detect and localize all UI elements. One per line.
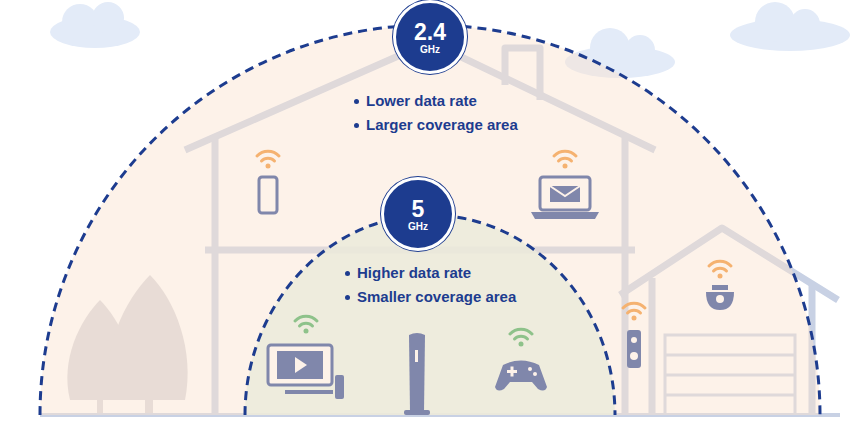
bullet-list: Lower data rateLarger coverage area — [352, 89, 518, 137]
bullet-text: Higher data rate — [343, 261, 516, 285]
bullet-text: Larger coverage area — [352, 113, 518, 137]
frequency-value: 5 — [412, 197, 425, 221]
inner-coverage-dome: Higher data rateSmaller coverage area5GH… — [245, 215, 615, 415]
frequency-unit: GHz — [420, 44, 440, 55]
frequency-badge: 2.4GHz — [393, 0, 467, 74]
bullet-list: Higher data rateSmaller coverage area — [343, 261, 516, 309]
frequency-badge: 5GHz — [381, 177, 455, 251]
outer-coverage-dome: Lower data rateLarger coverage area2.4GH… — [40, 25, 820, 415]
frequency-unit: GHz — [408, 221, 428, 232]
bullet-text: Smaller coverage area — [343, 285, 516, 309]
frequency-value: 2.4 — [414, 20, 446, 44]
bullet-text: Lower data rate — [352, 89, 518, 113]
